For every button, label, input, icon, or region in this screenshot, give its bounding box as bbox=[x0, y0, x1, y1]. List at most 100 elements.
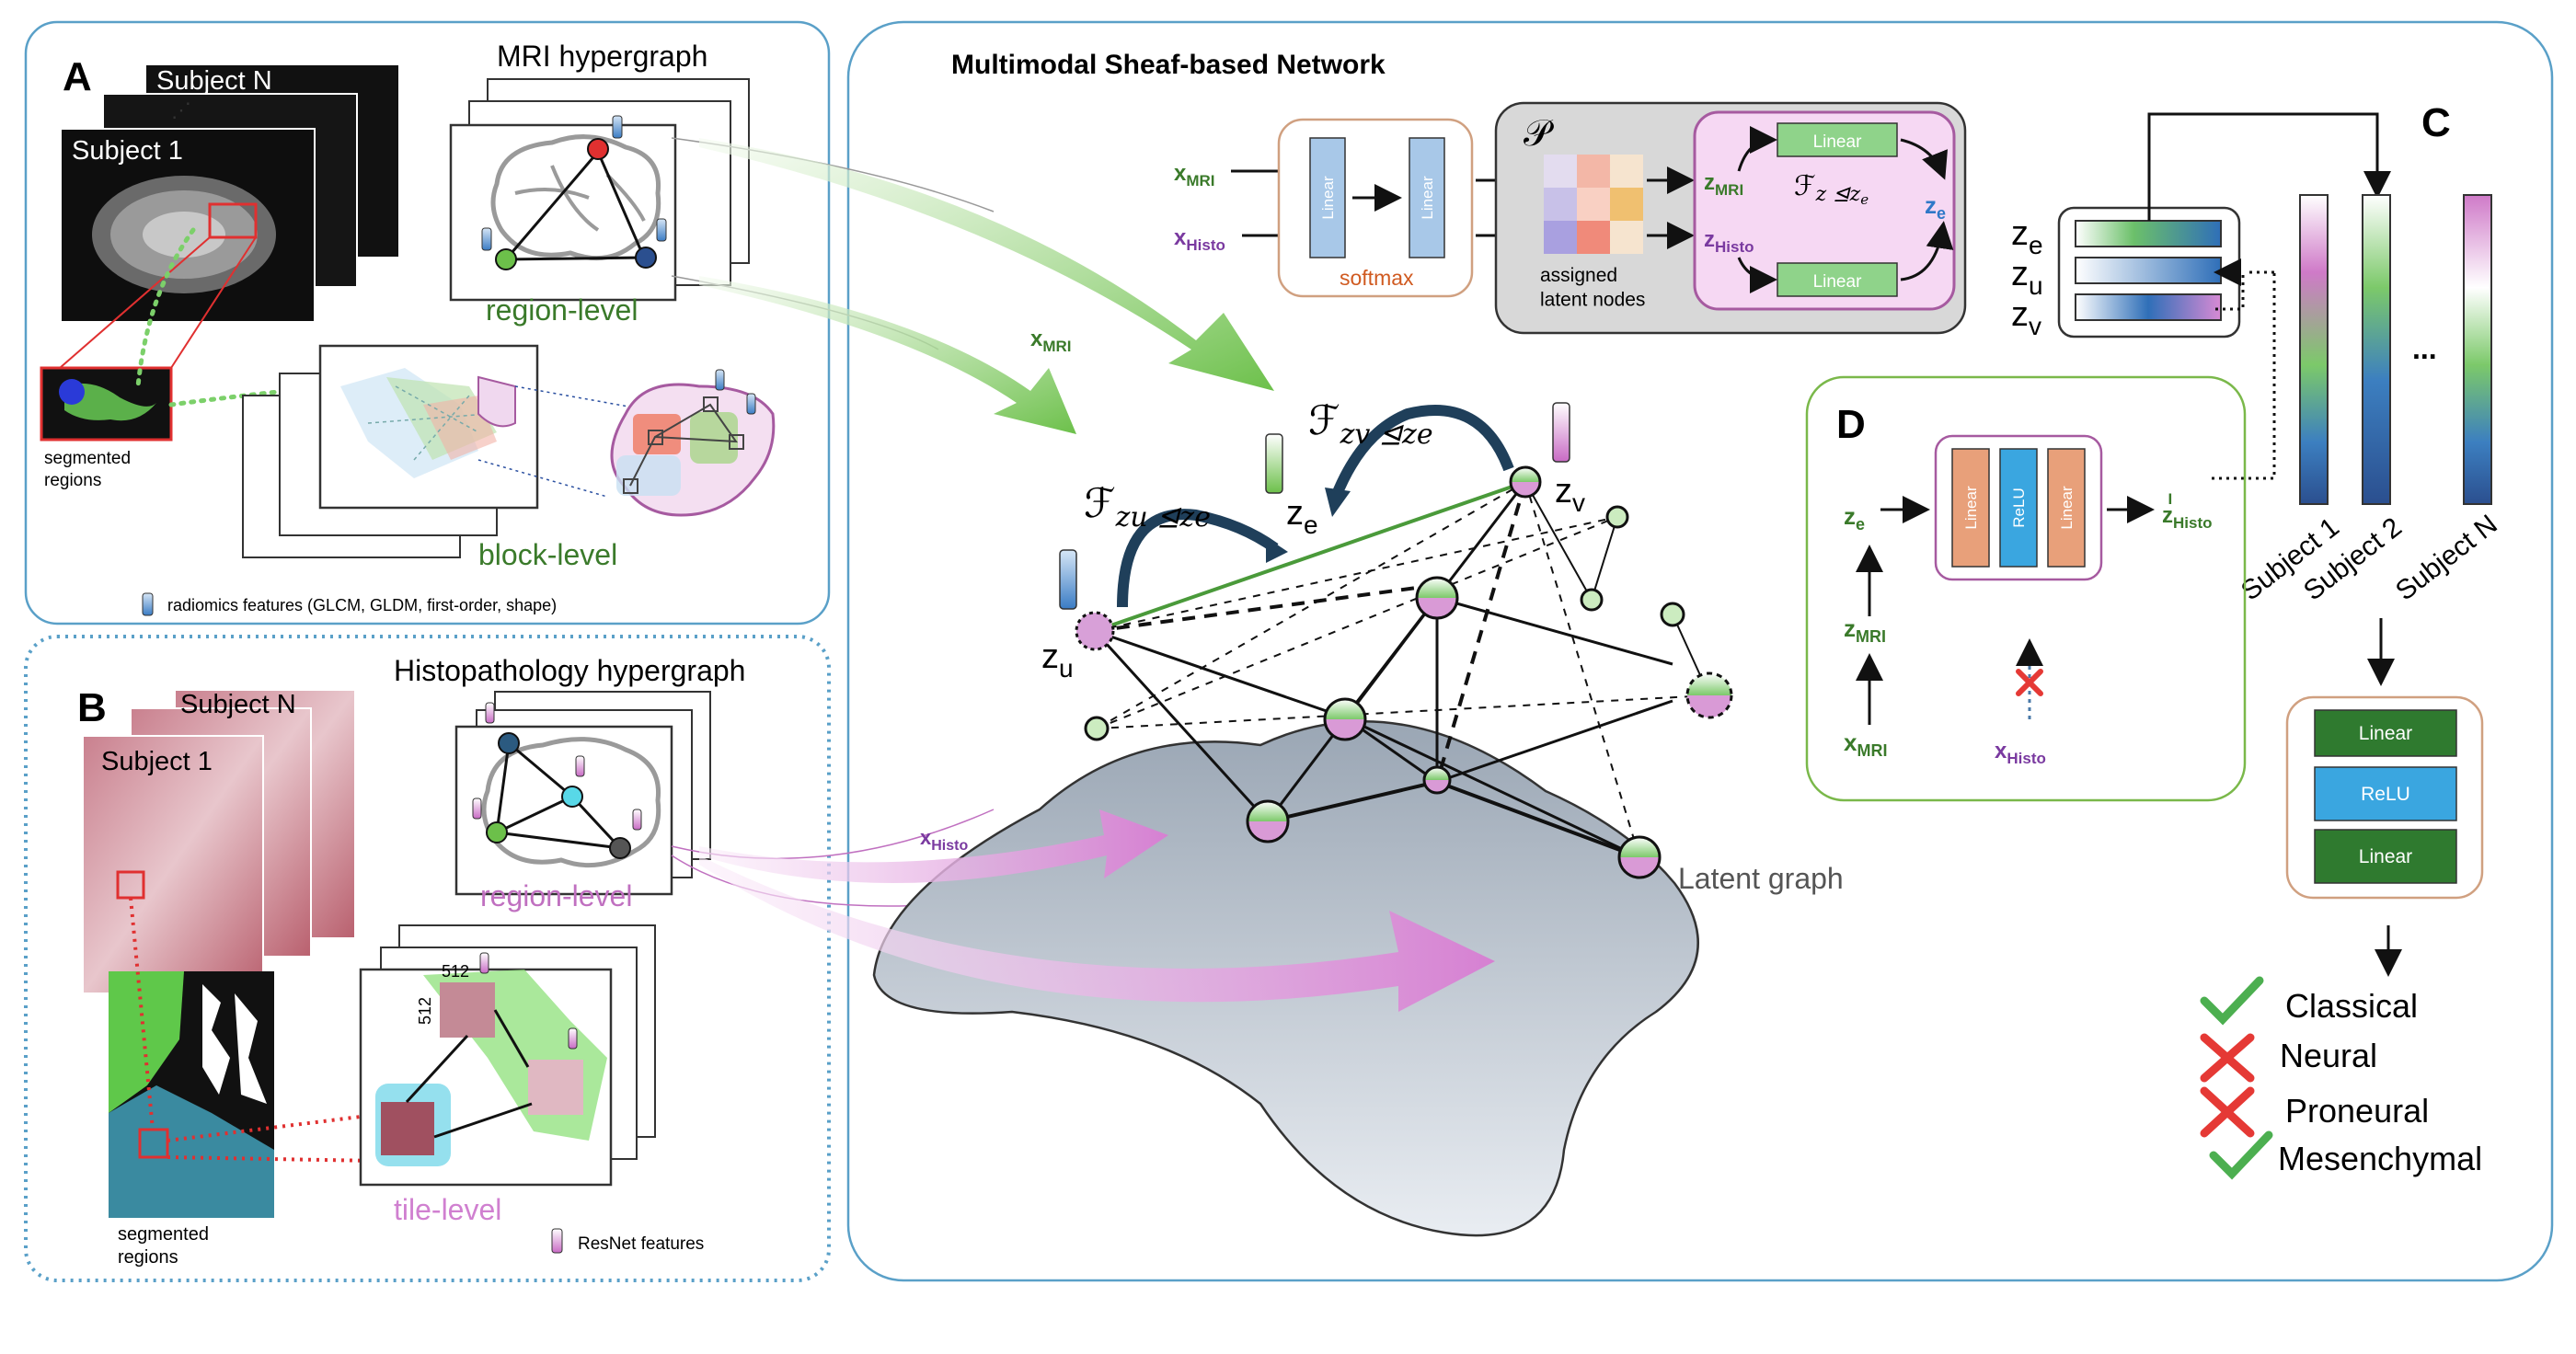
sheaf-z-histo-label: zHisto bbox=[1704, 227, 1754, 256]
c-zu-label: zu bbox=[2011, 255, 2043, 300]
latent-graph-label: Latent graph bbox=[1678, 862, 1844, 895]
sheaf-z-mri-label: zMRI bbox=[1704, 170, 1743, 199]
histo-subject-1-label: Subject 1 bbox=[101, 747, 213, 776]
resnet-feature-icon bbox=[551, 1228, 563, 1254]
assignment-matrix bbox=[1544, 155, 1643, 254]
mri-hypergraph-title: MRI hypergraph bbox=[497, 40, 707, 73]
mri-flow-arrow-2 bbox=[699, 276, 1076, 434]
classifier-linear-1-label: Linear bbox=[2359, 723, 2412, 744]
sheaf-linear-bottom bbox=[1777, 262, 1898, 297]
d-to-c-dotted-link bbox=[2212, 272, 2276, 480]
node-center bbox=[1415, 576, 1459, 620]
ze-feature-bar bbox=[1265, 433, 1283, 494]
mri-region-hypergraph bbox=[449, 78, 750, 302]
node-right bbox=[1660, 602, 1685, 627]
tile-size-side: 512 bbox=[416, 997, 434, 1025]
node-bottom-right bbox=[1617, 835, 1662, 879]
sheaf-linear-top-label: Linear bbox=[1813, 132, 1862, 152]
histo-subject-n-label: Subject N bbox=[180, 690, 296, 719]
d-x-mri-label: xMRI bbox=[1844, 729, 1887, 760]
ze-label: ze bbox=[1286, 494, 1318, 539]
d-ze-label: ze bbox=[1844, 502, 1865, 534]
latent-graph-nodes bbox=[1075, 465, 1733, 879]
panel-d: D ze Linear ReLU Linear zHistoI zMRI xMR… bbox=[1805, 375, 2247, 802]
d-linear-2-label: Linear bbox=[2058, 486, 2076, 530]
f-zv-arrow bbox=[1330, 405, 1514, 499]
histo-hypergraph-title: Histopathology hypergraph bbox=[394, 654, 745, 687]
mri-segmented-label: segmented regions bbox=[44, 449, 135, 490]
panel-c-letter: C bbox=[2421, 100, 2451, 145]
enc-linear-1-label: Linear bbox=[1319, 176, 1337, 220]
d-linear-1 bbox=[1951, 448, 1990, 568]
histo-flow-arrow-1 bbox=[699, 809, 1168, 883]
histo-tile-level-label: tile-level bbox=[394, 1193, 501, 1226]
subject-n-label: Subject N bbox=[2390, 509, 2503, 606]
f-zv-label: ℱzv ⊴ze bbox=[1308, 397, 1433, 451]
d-linear-2 bbox=[2047, 448, 2086, 568]
d-relu bbox=[1999, 448, 2038, 568]
outcome-proneural: Proneural bbox=[2285, 1092, 2429, 1130]
node-zu bbox=[1075, 611, 1115, 651]
outcome-list: Classical Neural Proneural Mesenchymal bbox=[2200, 976, 2482, 1180]
node-right-mid bbox=[1580, 588, 1604, 612]
zv-feature-bar bbox=[1552, 402, 1570, 463]
classifier-linear-2 bbox=[2314, 829, 2457, 884]
enc-x-mri-label: xMRI bbox=[1174, 161, 1215, 189]
subject-n-embedding bbox=[2463, 194, 2492, 505]
f-zu-label: ℱzu ⊴ze bbox=[1084, 480, 1211, 534]
sheaf-f-label: ℱz ⊴ze bbox=[1794, 170, 1869, 208]
check-icon bbox=[2200, 976, 2264, 1026]
panel-d-border bbox=[1805, 375, 2247, 802]
resnet-legend: ResNet features bbox=[578, 1234, 704, 1254]
panel-a-border bbox=[24, 20, 831, 625]
radiomics-feature-icon bbox=[142, 592, 154, 616]
d-x-histo-label: xHisto bbox=[1995, 739, 2046, 767]
latent-graph-edges bbox=[1093, 480, 1710, 859]
check-icon bbox=[2209, 1130, 2273, 1180]
mri-roi-box bbox=[208, 202, 258, 239]
zv-label: zv bbox=[1555, 472, 1585, 517]
sheaf-ze-label: ze bbox=[1925, 191, 1946, 223]
sheaf-linear-bottom-label: Linear bbox=[1813, 272, 1862, 292]
mri-block-level-label: block-level bbox=[478, 538, 617, 571]
subject-1-embedding bbox=[2299, 194, 2329, 505]
histo-region-hypergraph bbox=[454, 691, 711, 896]
mri-arrow-label: xMRI bbox=[1030, 327, 1072, 355]
histo-region-level-label: region-level bbox=[480, 879, 632, 912]
node-right-dashed bbox=[1685, 671, 1733, 719]
radiomics-legend: radiomics features (GLCM, GLDM, first-or… bbox=[167, 596, 557, 614]
zu-feature-bar bbox=[1059, 549, 1077, 610]
tile-size-top: 512 bbox=[442, 962, 469, 981]
enc-x-histo-label: xHisto bbox=[1174, 225, 1225, 254]
node-mid bbox=[1323, 697, 1367, 741]
mri-subject-1-label: Subject 1 bbox=[72, 136, 183, 166]
f-zu-arrow bbox=[1117, 509, 1279, 608]
panel-c: C ze zu zv ... Subject 1 Subject 2 Subje… bbox=[2011, 100, 2503, 1180]
histo-segmented-label: segmented regions bbox=[118, 1224, 214, 1268]
histo-slide-stack: Subject N Subject 1 bbox=[82, 689, 356, 994]
mri-block-graph-zoom bbox=[610, 369, 776, 517]
node-far-left bbox=[1084, 716, 1110, 741]
panel-a: A Subject N Subject 1 ⋰ segmented region… bbox=[24, 20, 831, 625]
classifier-linear-1 bbox=[2314, 709, 2457, 757]
sheaf-block bbox=[1693, 110, 1956, 311]
mri-stack-dots: ⋰ bbox=[171, 98, 191, 121]
d-z-mri-label: zMRI bbox=[1844, 614, 1886, 646]
d-linear-1-label: Linear bbox=[1962, 486, 1980, 530]
c-ze-bar bbox=[2075, 220, 2222, 247]
mri-subject-n-label: Subject N bbox=[156, 66, 272, 96]
histo-arrow-label: xHisto bbox=[920, 826, 968, 854]
main-panel-border bbox=[846, 20, 2554, 1282]
enc-linear-2 bbox=[1409, 137, 1445, 258]
node-top-right bbox=[1605, 505, 1629, 529]
mri-block-level-stack bbox=[242, 344, 539, 558]
sheaf-linear-top bbox=[1777, 122, 1898, 157]
outcome-classical: Classical bbox=[2285, 987, 2418, 1025]
main-title: Multimodal Sheaf-based Network bbox=[951, 50, 1386, 80]
mri-slice-stack: Subject N Subject 1 ⋰ bbox=[60, 63, 400, 323]
panel-a-letter: A bbox=[63, 54, 92, 99]
cross-icon bbox=[2200, 1033, 2255, 1083]
subject-2-embedding bbox=[2362, 194, 2391, 505]
panel-b: B Subject N Subject 1 segmented regions … bbox=[24, 635, 831, 1282]
